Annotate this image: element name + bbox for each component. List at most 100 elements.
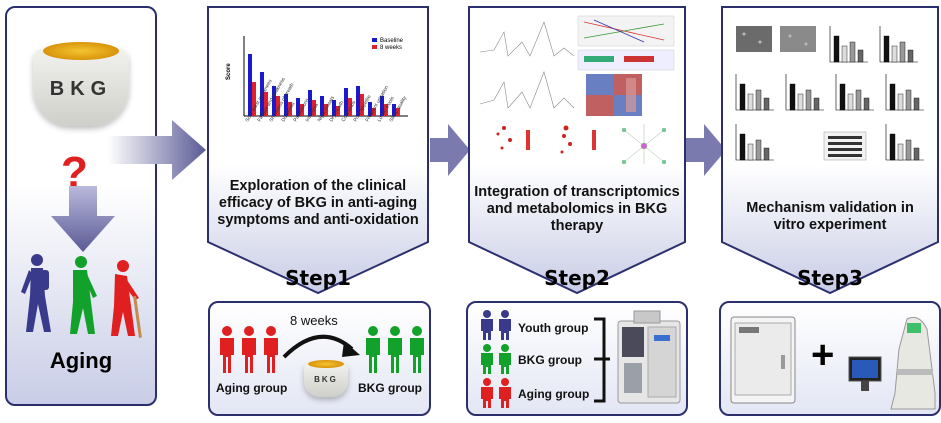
thumb-bar (863, 97, 870, 111)
youth-group-label: Youth group (518, 321, 589, 335)
arrow-to-step1-icon (108, 120, 206, 180)
bkg-group-label-2: BKG group (518, 353, 582, 367)
thumb-bar-8-weeks (264, 92, 268, 116)
cup-label: BKG (49, 78, 113, 100)
thumb-bar (839, 83, 846, 111)
aging-group-label: Aging group (216, 381, 288, 395)
arrow-to-step2-icon (430, 124, 470, 176)
thumb-bar-baseline (344, 88, 348, 116)
bkg-group-people-icon (366, 326, 424, 373)
thumb-bar (897, 143, 904, 161)
thumb-bar (747, 93, 754, 111)
thumb-axis (735, 74, 774, 111)
thumb-bar-8-weeks (384, 104, 388, 116)
incubator-icon (730, 316, 796, 404)
thumb-axis (879, 26, 918, 63)
step1-description: Exploration of the clinical efficacy of … (217, 178, 419, 228)
plus-sign: + (811, 333, 835, 377)
thumb-bar (897, 93, 904, 111)
step3-label: Step3 (797, 266, 863, 290)
thumb-bar-baseline (392, 104, 396, 116)
thumb-bar-8-weeks (396, 108, 400, 116)
thumb-bar (883, 35, 890, 63)
thumb-bar-baseline (260, 72, 264, 116)
step3-description: Mechanism validation in vitro experiment (746, 200, 914, 233)
step2-omics-thumbnails (479, 15, 675, 165)
thumb-bar (813, 97, 820, 111)
bracket-icon (594, 317, 610, 403)
thumb-bar (857, 49, 864, 63)
bkg-group-label: BKG group (358, 381, 422, 395)
aging-panel: BKG ? Aging (5, 6, 157, 406)
step1-label: Step1 (285, 266, 351, 290)
thumb-bar (891, 45, 898, 63)
microscope-icon (848, 316, 936, 410)
thumb-axis (835, 74, 874, 111)
thumb-bar-8-weeks (348, 98, 352, 116)
aging-people-icon (21, 254, 142, 338)
thumb-bar-8-weeks (288, 102, 292, 116)
step1-bar-chart: Score Baseline 8 weeks Sore waist and kn… (226, 36, 408, 123)
thumb-bar (755, 89, 762, 111)
thumb-bar (841, 45, 848, 63)
thumb-bar-baseline (368, 102, 372, 116)
step2-description: Integration of transcriptomics and metab… (474, 184, 680, 234)
thumb-bar-8-weeks (336, 106, 340, 116)
thumb-bar-8-weeks (300, 104, 304, 116)
curved-arrow-icon (282, 334, 360, 359)
thumb-axis (785, 74, 824, 111)
step2-bottom-box: Youth group BKG group Aging group (466, 301, 688, 416)
svg-text:Score: Score (226, 63, 232, 80)
thumb-bar (789, 83, 796, 111)
step2-label: Step2 (544, 266, 610, 290)
thumb-bar-baseline (308, 90, 312, 116)
thumb-bar-8-weeks (324, 104, 328, 116)
legend-baseline: Baseline (380, 38, 404, 44)
thumb-bar (889, 133, 896, 161)
thumb-axis (885, 124, 924, 161)
thumb-bar (747, 143, 754, 161)
thumb-axis (885, 74, 924, 111)
thumb-bar (907, 49, 914, 63)
thumb-bar (739, 83, 746, 111)
thumb-bar-baseline (332, 100, 336, 116)
mass-spectrometer-icon (617, 310, 681, 404)
thumb-bar (847, 93, 854, 111)
thumb-bar (755, 139, 762, 161)
thumb-axis (735, 124, 774, 161)
thumb-bar-baseline (380, 96, 384, 116)
thumb-axis (829, 26, 868, 63)
aging-title: Aging (49, 348, 113, 373)
thumb-bar-baseline (272, 86, 276, 116)
thumb-bar (797, 93, 804, 111)
small-cup-label: BKG (314, 375, 338, 384)
step1-bottom-box: 8 weeks BKG Aging group BKG group (208, 301, 431, 416)
small-bkg-cup-icon: BKG (304, 360, 348, 397)
thumb-bar-8-weeks (252, 82, 256, 116)
thumb-bar-baseline (320, 96, 324, 116)
thumb-bar-8-weeks (276, 96, 280, 116)
thumb-bar-baseline (356, 86, 360, 116)
thumb-bar (889, 83, 896, 111)
step3-experiment-thumbnails (735, 26, 924, 161)
thumb-bar-8-weeks (312, 100, 316, 116)
step3-bottom-box: + (719, 301, 941, 416)
thumb-bar-baseline (296, 98, 300, 116)
thumb-bar (805, 89, 812, 111)
thumb-bar-8-weeks (372, 108, 376, 116)
thumb-bar (913, 147, 920, 161)
three-group-people-icon (481, 310, 511, 408)
thumb-bar (763, 147, 770, 161)
aging-group-people-icon (220, 326, 278, 373)
duration-label: 8 weeks (290, 313, 338, 328)
arrow-to-step3-icon (686, 124, 726, 176)
thumb-bar-baseline (284, 94, 288, 116)
thumb-bar (913, 97, 920, 111)
thumb-bar (899, 41, 906, 63)
down-arrow-icon (51, 186, 115, 252)
bkg-cup-icon: BKG (33, 42, 129, 126)
thumb-bar (905, 89, 912, 111)
thumb-bar (833, 35, 840, 63)
thumb-bar (763, 97, 770, 111)
thumb-bar (905, 139, 912, 161)
